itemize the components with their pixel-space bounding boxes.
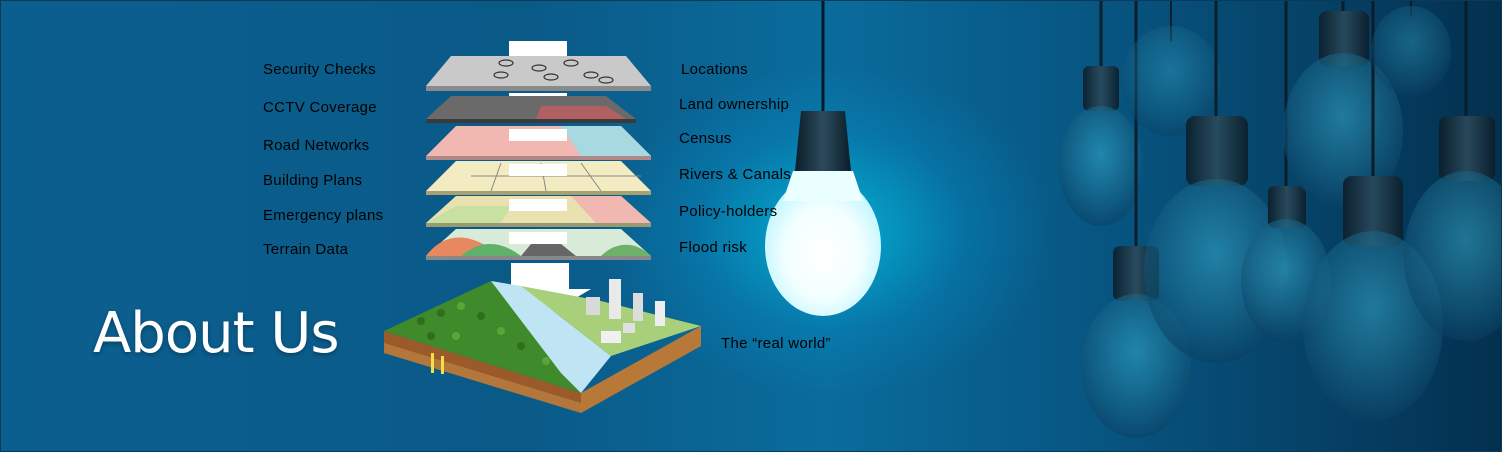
layer-label-terrain-data: Terrain Data <box>263 241 349 258</box>
layer-label-policy-holders: Policy-holders <box>679 203 778 220</box>
real-world-block <box>384 279 701 413</box>
about-us-heading: About Us <box>93 301 340 366</box>
layer-terrain <box>426 229 651 260</box>
lit-bulb-icon <box>765 1 881 316</box>
layer-security <box>426 56 651 91</box>
layer-emergency <box>426 196 651 227</box>
layer-label-land-ownership: Land ownership <box>679 96 790 113</box>
layer-cctv <box>426 96 636 123</box>
layer-label-building-plans: Building Plans <box>263 172 363 189</box>
layer-label-cctv-coverage: CCTV Coverage <box>263 99 377 116</box>
layer-label-locations: Locations <box>681 61 748 78</box>
layer-label-rivers-canals: Rivers & Canals <box>679 166 792 183</box>
layer-label-security-checks: Security Checks <box>263 61 376 78</box>
layer-label-flood-risk: Flood risk <box>679 239 748 256</box>
layer-label-road-networks: Road Networks <box>263 137 370 154</box>
dark-bulbs-icon <box>1059 1 1501 438</box>
layer-label-emergency-plans: Emergency plans <box>263 207 384 224</box>
layer-buildings <box>426 161 651 195</box>
real-world-label: The “real world” <box>721 335 831 352</box>
layer-roads <box>426 126 651 160</box>
layer-label-census: Census <box>679 130 732 147</box>
